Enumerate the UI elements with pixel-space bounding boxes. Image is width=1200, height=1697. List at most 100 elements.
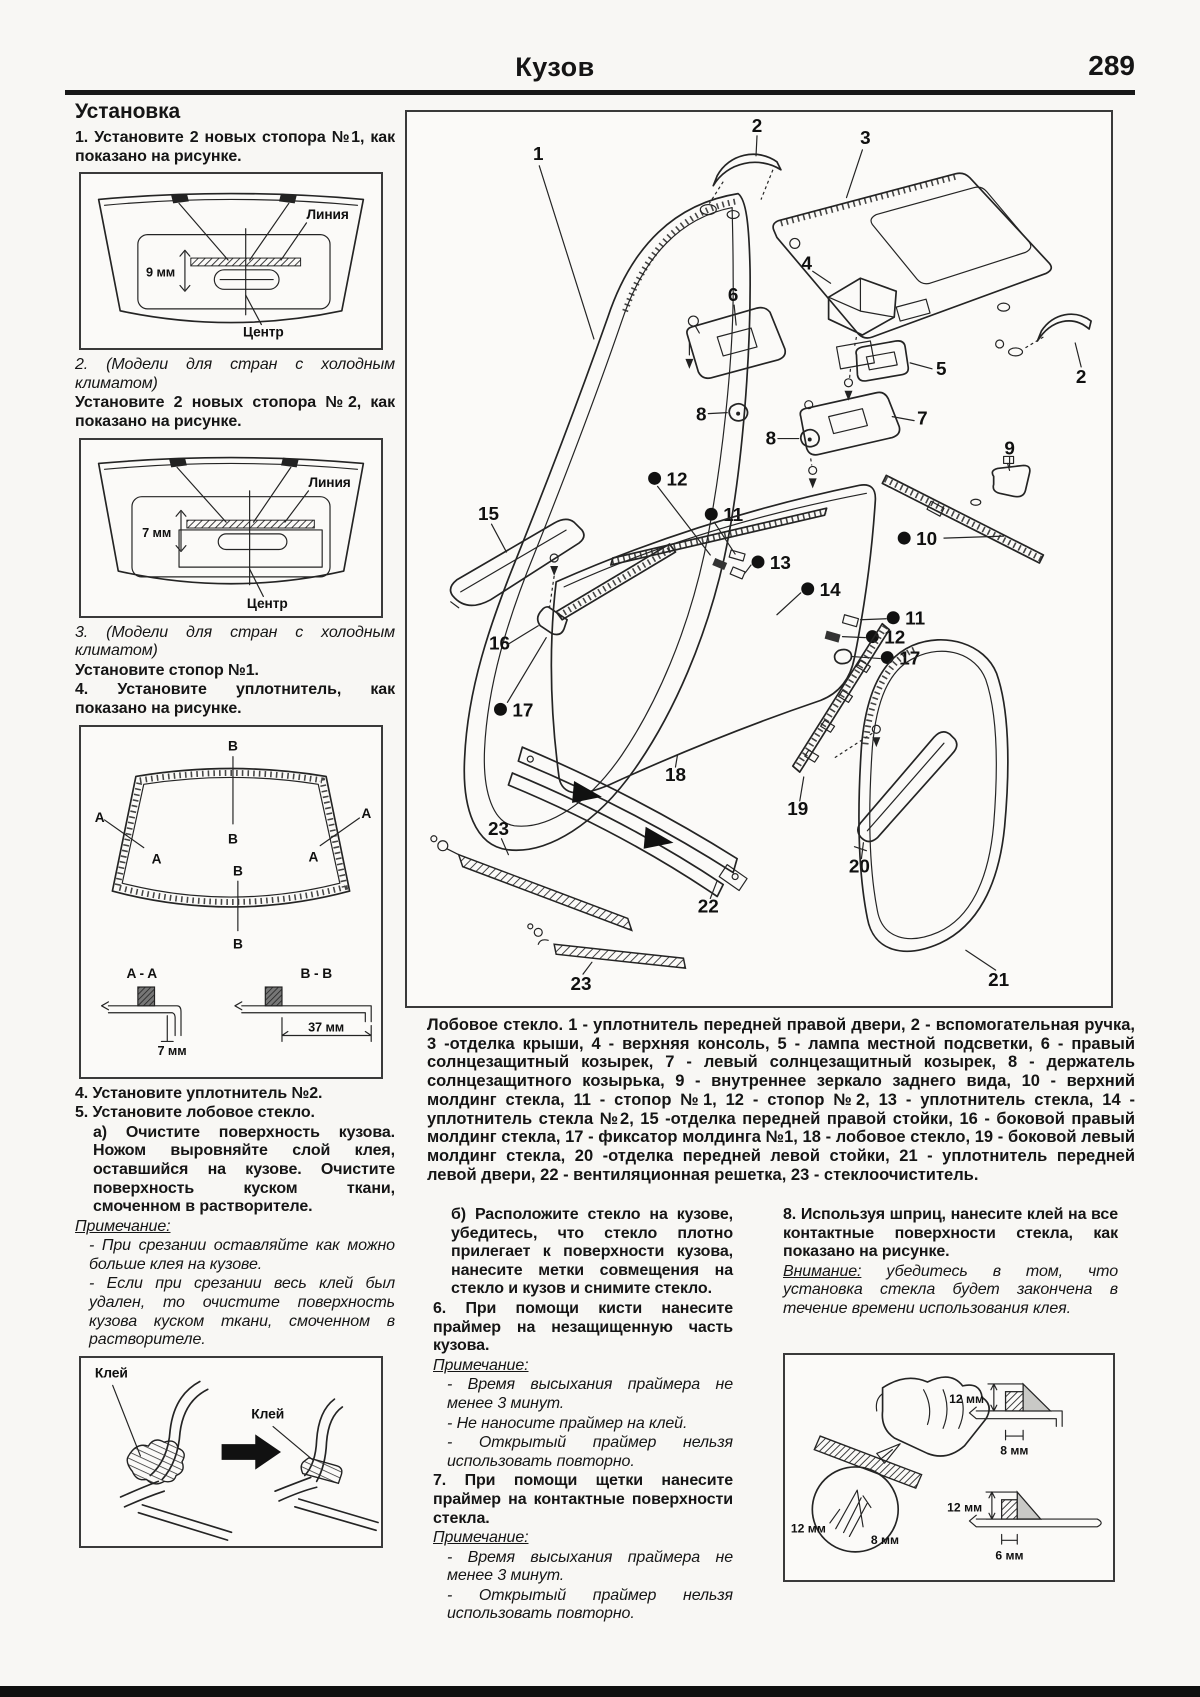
figure-adhesive-bead: 12 мм 8 мм 12 мм 8 мм 12 мм 6 мм: [783, 1353, 1115, 1582]
note-item-3: - Время высыхания праймера не менее 3 ми…: [447, 1376, 733, 1412]
fig1-dim-label: 9 мм: [146, 265, 175, 280]
figure-glue-trim: Клей Клей: [79, 1355, 383, 1548]
fig4-glue-label-2: Клей: [251, 1407, 284, 1422]
part-visor-holder-b: [799, 428, 820, 448]
fig2-dim-label: 7 мм: [142, 524, 171, 539]
glue-blob-old: [126, 1439, 185, 1485]
part-upper-molding: [881, 474, 1045, 564]
part-wiper-a: [430, 835, 633, 932]
part-glass-seal-strip: [609, 507, 828, 566]
adhesive-bead-strip: [813, 1435, 923, 1490]
fig3-section-bb: B - B: [301, 966, 333, 981]
part-rear-view-mirror: [970, 455, 1031, 506]
part-pillar-trim-right: [449, 518, 585, 609]
label-20: 20: [849, 857, 870, 878]
glue-trim-diagram: Клей Клей: [95, 1365, 379, 1541]
label-11b: 11: [905, 609, 925, 630]
label-12a: 12: [667, 469, 688, 490]
part-sun-visor-left: [799, 391, 901, 489]
label-23a: 23: [488, 819, 509, 840]
part-map-lamp: [855, 340, 910, 382]
part-side-molding-left: [791, 622, 891, 773]
circle-dim-height: 12 мм: [791, 1522, 826, 1536]
label-10: 10: [916, 529, 937, 550]
fig3-a-left: A: [95, 809, 105, 824]
note-title: Примечание:: [75, 1217, 171, 1235]
note-item-1: - При срезании оставляйте как можно боль…: [89, 1237, 395, 1273]
label-4: 4: [801, 253, 812, 274]
seal-sections-diagram: B B B B A A A A A - A 7 мм B - B: [95, 738, 372, 1058]
adhesive-bead-diagram: 12 мм 8 мм 12 мм 8 мм 12 мм 6 мм: [791, 1376, 1102, 1563]
label-22: 22: [698, 896, 719, 917]
figure-seal-sections: B B B B A A A A A - A 7 мм B - B: [79, 724, 383, 1079]
header-rule: [65, 90, 1135, 95]
label-18: 18: [665, 765, 686, 786]
stopper2-diagram: 7 мм Линия Центр: [97, 456, 365, 611]
svg-text:B: B: [228, 831, 238, 846]
label-23b: 23: [571, 974, 592, 995]
bead-section-body: [968, 1490, 1102, 1545]
warning-label: Внимание:: [783, 1262, 862, 1280]
section1-dim-width: 8 мм: [1000, 1443, 1028, 1457]
part-assist-grip-top: [699, 153, 782, 220]
fig4-glue-label-1: Клей: [95, 1365, 128, 1380]
step-6: 6. При помощи кисти нанесите праймер на …: [433, 1299, 733, 1355]
label-7: 7: [917, 409, 928, 430]
label-15: 15: [478, 504, 499, 525]
part-glass-stops: [712, 549, 860, 665]
svg-text:B: B: [233, 863, 243, 878]
label-8a: 8: [696, 405, 707, 426]
part-door-seal-right: [463, 192, 751, 852]
label-1: 1: [533, 144, 544, 165]
scan-edge-bar: [0, 1686, 1200, 1697]
stopper-mark: [171, 193, 189, 204]
part-door-seal-left: [858, 638, 1009, 952]
note-item-4: - Не наносите праймер на клей.: [447, 1414, 688, 1432]
label-13: 13: [770, 553, 791, 574]
label-5: 5: [936, 359, 947, 380]
note-title-3: Примечание:: [433, 1529, 529, 1547]
arrow-icon: [221, 1434, 281, 1470]
stopper1-diagram: 9 мм Линия Центр: [97, 192, 365, 339]
fig3-b-top: B: [228, 738, 238, 753]
step-5b: б) Расположите стекло на кузове, убедите…: [451, 1206, 733, 1298]
part-visor-holder-a: [728, 402, 749, 422]
step-5: 5. Установите лобовое стекло.: [75, 1104, 315, 1122]
label-9: 9: [1004, 438, 1015, 459]
step-2-models: 2. (Модели для стран с холодным климатом…: [75, 356, 395, 392]
step-4: 4. Установите уплотнитель, как показано …: [75, 681, 395, 717]
step-4b: 4. Установите уплотнитель №2.: [75, 1084, 323, 1102]
label-2b: 2: [1076, 367, 1087, 388]
figure-stopper-no1: 9 мм Линия Центр: [79, 172, 383, 351]
label-21: 21: [988, 970, 1009, 991]
note-item-2: - Если при срезании весь клей был удален…: [89, 1275, 395, 1349]
label-11a: 11: [723, 505, 743, 526]
part-side-molding-right: [536, 543, 677, 636]
hand-applicator-sketch: [875, 1376, 990, 1464]
step-5a: а) Очистите поверхность кузова. Ножом вы…: [93, 1123, 395, 1216]
page-number: 289: [1088, 50, 1135, 81]
part-roof-trim: [772, 172, 1053, 339]
part-overhead-console: [827, 277, 898, 401]
fig3-a-right: A: [361, 805, 371, 820]
label-2a: 2: [752, 116, 763, 137]
windshield-exploded-view: 1 2 3: [430, 116, 1092, 995]
diagram-caption: Лобовое стекло. 1 - уплотнитель передней…: [427, 1016, 1135, 1184]
warning-note: Внимание: убедитесь в том, что установка…: [783, 1263, 1118, 1319]
step-8: 8. Используя шприц, нанесите клей на все…: [783, 1206, 1118, 1261]
fig3-dim-b: 37 мм: [308, 1019, 344, 1034]
part-wiper-b: [527, 923, 687, 970]
fig2-center-label: Центр: [247, 596, 288, 611]
fig3-dim-a: 7 мм: [157, 1043, 186, 1058]
part-assist-grip-right: [995, 313, 1092, 357]
note-item-7: - Открытый праймер нельзя использовать п…: [447, 1586, 733, 1623]
middle-column: б) Расположите стекло на кузове, убедите…: [433, 1206, 733, 1625]
bead-detail-circle: [811, 1466, 900, 1553]
section2-dim-width: 6 мм: [995, 1549, 1023, 1563]
section2-dim-height: 12 мм: [947, 1500, 982, 1514]
bead-section-glass: [968, 1382, 1063, 1441]
fig2-line-label: Линия: [308, 475, 350, 490]
label-12b: 12: [884, 628, 905, 649]
fig3-section-aa: A - A: [127, 966, 158, 981]
fig1-center-label: Центр: [243, 324, 284, 339]
